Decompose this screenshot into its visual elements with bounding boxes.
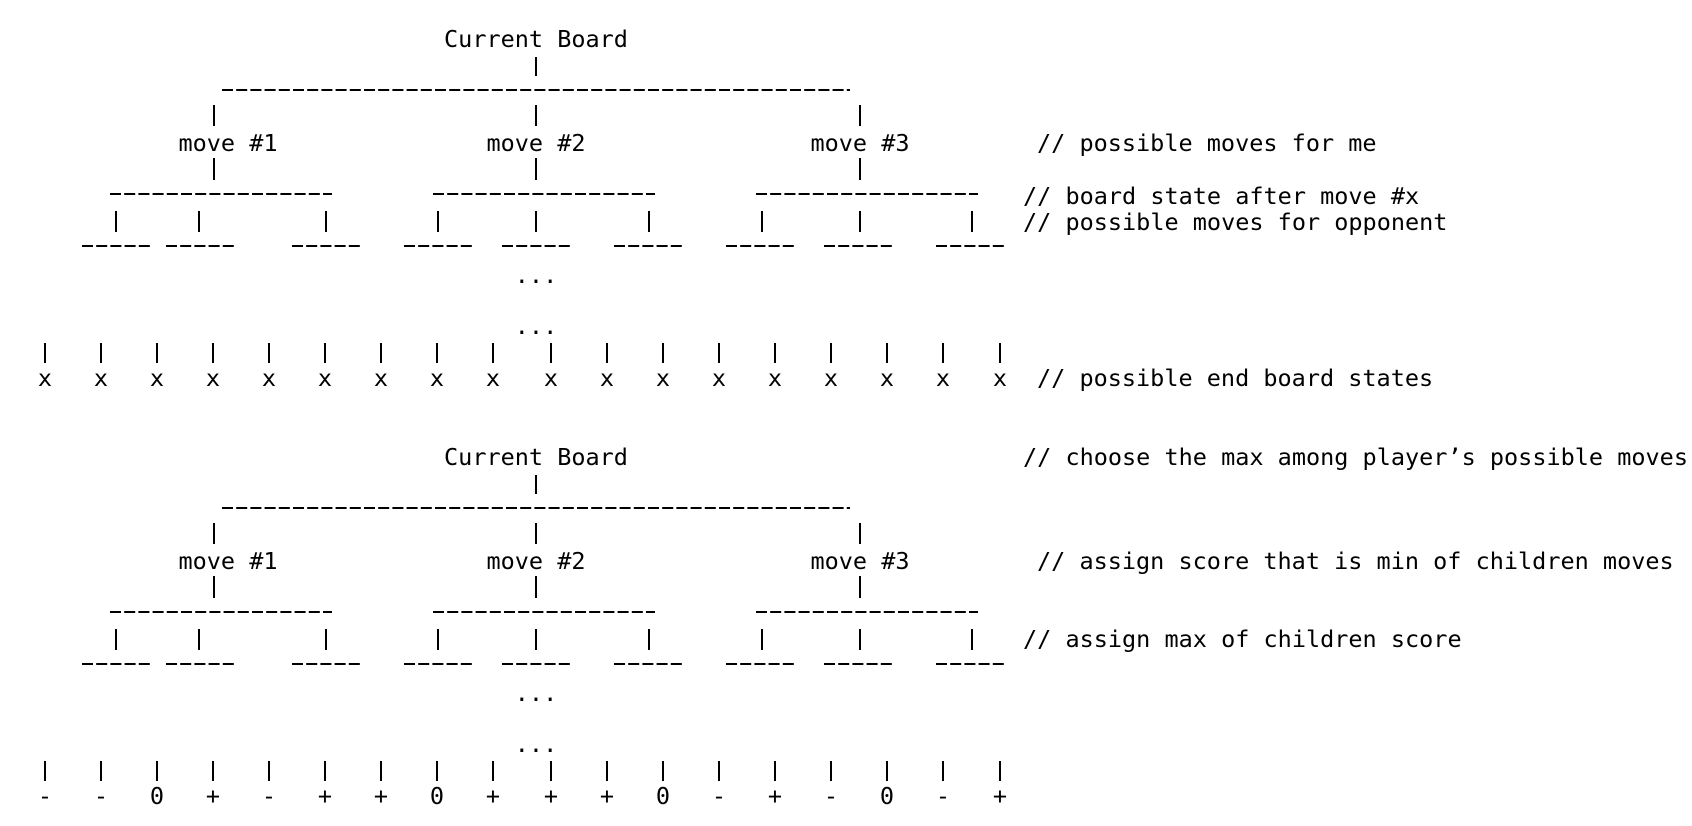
bottom-leaf-value-1: - [37, 782, 53, 810]
top-leaf-value-1: x [37, 364, 53, 392]
bottom-leaf-value-11: + [599, 782, 615, 810]
bottom-leaf-value-8: 0 [429, 782, 445, 810]
bottom-move-2-label: move #2 [486, 547, 586, 575]
comment-choose-max: // choose the max among player’s possibl… [1023, 443, 1688, 471]
bottom-move-3-label: move #3 [810, 547, 910, 575]
bottom-leaf-value-16: 0 [879, 782, 895, 810]
comment-board-state-after-move: // board state after move #x [1023, 182, 1420, 210]
bottom-move-1-label: move #1 [178, 547, 278, 575]
top-leaf-value-4: x [205, 364, 221, 392]
top-move-3-label: move #3 [810, 129, 910, 157]
top-ellipsis-2: ... [514, 312, 558, 340]
bottom-leaf-value-4: + [205, 782, 221, 810]
bottom-leaf-value-7: + [373, 782, 389, 810]
bottom-leaf-value-9: + [485, 782, 501, 810]
bottom-leaf-value-10: + [543, 782, 559, 810]
top-leaf-value-2: x [93, 364, 109, 392]
comment-assign-min-score: // assign score that is min of children … [1037, 547, 1674, 575]
top-leaf-value-15: x [823, 364, 839, 392]
top-leaf-value-11: x [599, 364, 615, 392]
bottom-leaf-value-5: - [261, 782, 277, 810]
top-move-2-label: move #2 [486, 129, 586, 157]
top-leaf-value-8: x [429, 364, 445, 392]
top-leaf-value-6: x [317, 364, 333, 392]
top-leaf-value-12: x [655, 364, 671, 392]
bottom-leaf-value-12: 0 [655, 782, 671, 810]
bottom-leaf-value-2: - [93, 782, 109, 810]
top-leaf-value-7: x [373, 364, 389, 392]
bottom-ellipsis-1: ... [514, 679, 558, 707]
comment-possible-moves-for-me: // possible moves for me [1037, 129, 1377, 157]
bottom-root-label: Current Board [444, 443, 628, 471]
top-ellipsis-1: ... [514, 261, 558, 289]
top-leaf-value-16: x [879, 364, 895, 392]
top-leaf-value-18: x [992, 364, 1008, 392]
bottom-leaf-value-17: - [935, 782, 951, 810]
top-leaf-value-5: x [261, 364, 277, 392]
bottom-leaf-value-14: + [767, 782, 783, 810]
comment-possible-moves-for-opponent: // possible moves for opponent [1023, 208, 1448, 236]
top-leaf-value-14: x [767, 364, 783, 392]
top-move-1-label: move #1 [178, 129, 278, 157]
bottom-leaf-value-3: 0 [149, 782, 165, 810]
bottom-leaf-value-13: - [711, 782, 727, 810]
top-leaf-value-13: x [711, 364, 727, 392]
top-leaf-value-10: x [543, 364, 559, 392]
top-root-label: Current Board [444, 25, 628, 53]
top-leaf-value-3: x [149, 364, 165, 392]
top-leaf-value-17: x [935, 364, 951, 392]
top-leaf-value-9: x [485, 364, 501, 392]
bottom-leaf-value-18: + [992, 782, 1008, 810]
bottom-leaf-value-6: + [317, 782, 333, 810]
comment-possible-end-board-states: // possible end board states [1037, 364, 1434, 392]
comment-assign-max-score: // assign max of children score [1023, 625, 1462, 653]
bottom-ellipsis-2: ... [514, 730, 558, 758]
bottom-leaf-value-15: - [823, 782, 839, 810]
